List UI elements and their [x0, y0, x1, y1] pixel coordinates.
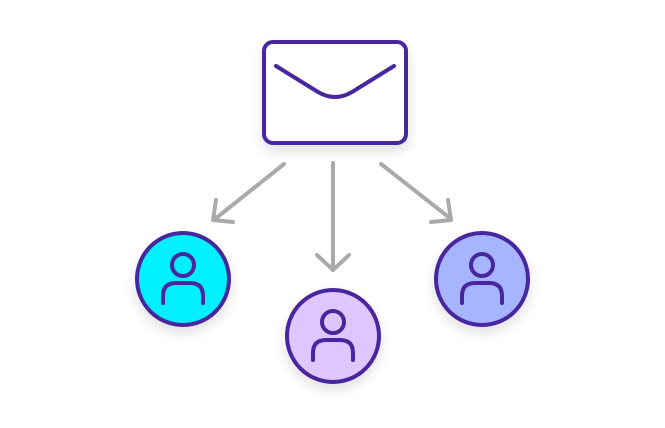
- recipient-middle: [285, 288, 381, 384]
- user-icon: [161, 252, 205, 305]
- user-icon: [460, 252, 504, 305]
- recipient-circle: [434, 231, 530, 327]
- arrow-right: [379, 162, 453, 224]
- arrow-middle: [315, 161, 351, 272]
- recipient-circle: [135, 231, 231, 327]
- recipient-left: [135, 231, 231, 327]
- recipient-right: [434, 231, 530, 327]
- envelope-icon: [262, 40, 408, 145]
- envelope-body: [262, 40, 408, 145]
- recipient-circle: [285, 288, 381, 384]
- arrow-left: [211, 162, 286, 224]
- envelope-flap: [274, 64, 396, 99]
- user-icon: [311, 309, 355, 362]
